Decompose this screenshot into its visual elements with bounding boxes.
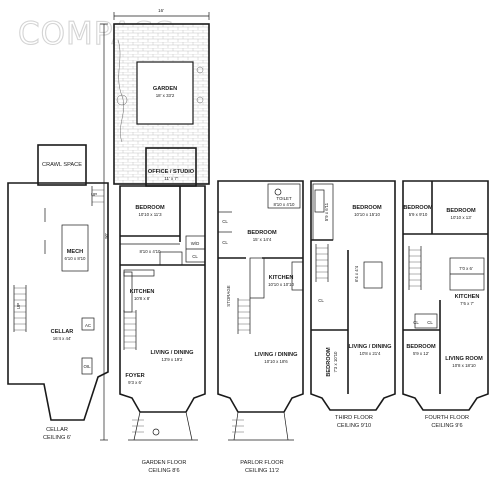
mech-size: 6'10 x 8'10 <box>65 256 87 261</box>
parlor-bedroom-size: 15' x 14'4 <box>253 237 272 242</box>
garden-bedroom-label: BEDROOM <box>135 205 165 211</box>
office-label: OFFICE / STUDIO <box>148 169 195 175</box>
ac-label: AC <box>85 323 91 328</box>
foyer-size: 9'3 x 6' <box>128 380 142 385</box>
parlor-living-size: 10'10 x 18'6 <box>264 359 288 364</box>
fourth-bedroom3-size: 5'9 x 12' <box>413 351 429 356</box>
fourth-bath-size: 7'0 x 6' <box>459 266 473 271</box>
office-size: 11' x 7' <box>164 176 177 181</box>
garden-kitchen-size: 10'8 x 8' <box>134 296 150 301</box>
cellar-room-label: CELLAR <box>51 329 74 335</box>
cellar-ceiling: CEILING 6' <box>43 435 71 441</box>
parlor-cl-label-1: CL <box>222 219 228 224</box>
fourth-kitchen-size: 7'6 x 7' <box>460 301 474 306</box>
third-bedroom2-size: 7'3 x 10'10 <box>333 351 338 373</box>
mech-label: MECH <box>67 249 83 255</box>
third-floor-plan: 5'9 x 6'11 CL BEDROOM 10'10 x 15'10 6'4 … <box>310 180 396 429</box>
parlor-living-label: LIVING / DINING <box>255 352 298 358</box>
crawl-space-label: CRAWL SPACE <box>42 162 82 168</box>
fourth-cl-label-2: CL <box>427 320 433 325</box>
fourth-bedroom3-label: BEDROOM <box>406 344 436 350</box>
third-hall-size: 6'4 x 4'4 <box>354 265 359 282</box>
cellar-floor-label: CELLAR <box>46 427 68 433</box>
oil-label: OIL <box>83 364 91 369</box>
parlor-storage-label: STORAGE <box>226 285 231 306</box>
cellar-plan: CRAWL SPACE UP MECH 6'10 x 8'10 UP CELLA… <box>7 144 109 441</box>
garden-floor-label: GARDEN FLOOR <box>142 460 187 466</box>
garden-bedroom-size: 10'10 x 11'3 <box>138 212 162 217</box>
garden-floor-plan: 16' 90' GARDEN 18' x 33'2 OFFICE / STUDI… <box>100 8 210 474</box>
fourth-living-label: LIVING ROOM <box>445 356 483 362</box>
fourth-ceiling: CEILING 9'6 <box>431 423 462 429</box>
parlor-bedroom-label: BEDROOM <box>247 230 277 236</box>
garden-living-label: LIVING / DINING <box>151 350 194 356</box>
fourth-bedroom1-label: BEDROOM <box>403 205 433 211</box>
third-bedroom1-label: BEDROOM <box>352 205 382 211</box>
garden-wd-label: W/D <box>191 241 200 246</box>
cellar-up-label: UP <box>91 192 97 197</box>
parlor-ceiling: CEILING 11'2 <box>245 468 279 474</box>
garden-cl-label: CL <box>192 254 198 259</box>
garden-kitchen-label: KITCHEN <box>130 289 155 295</box>
parlor-toilet-label: TOILET <box>276 196 292 201</box>
garden-ceiling: CEILING 8'6 <box>148 468 179 474</box>
parlor-cl-label-2: CL <box>222 240 228 245</box>
cellar-size: 16'4 x 44' <box>53 336 72 341</box>
garden-size: 18' x 33'2 <box>156 93 175 98</box>
width-dimension: 16' <box>158 8 164 13</box>
parlor-floor-label: PARLOR FLOOR <box>240 460 283 466</box>
third-ceiling: CEILING 9'10 <box>337 423 371 429</box>
fourth-cl-label-1: CL <box>413 320 419 325</box>
fourth-floor-label: FOURTH FLOOR <box>425 415 469 421</box>
parlor-floor-plan: TOILET 8'10 x 4'10 CL CL BEDROOM 15' x 1… <box>217 180 304 474</box>
foyer-label: FOYER <box>125 373 144 379</box>
parlor-toilet-size: 8'10 x 4'10 <box>274 202 296 207</box>
third-bedroom2-label: BEDROOM <box>326 347 332 377</box>
fourth-bedroom2-label: BEDROOM <box>446 208 476 214</box>
parlor-kitchen-label: KITCHEN <box>269 275 294 281</box>
third-floor-label: THIRD FLOOR <box>335 415 373 421</box>
garden-small-room-size: 8'10 x 4'10 <box>140 249 162 254</box>
garden-living-size: 13'9 x 19'2 <box>162 357 184 362</box>
third-living-label: LIVING / DINING <box>349 344 392 350</box>
fourth-living-size: 10'8 x 18'10 <box>452 363 476 368</box>
fourth-kitchen-label: KITCHEN <box>455 294 480 300</box>
parlor-kitchen-size: 10'10 x 10'10 <box>268 282 294 287</box>
third-bath-size: 5'9 x 6'11 <box>324 202 329 221</box>
garden-label: GARDEN <box>153 86 177 92</box>
third-living-size: 10'8 x 21'4 <box>360 351 382 356</box>
third-bedroom1-size: 10'10 x 15'10 <box>354 212 380 217</box>
fourth-bedroom1-size: 5'9 x 9'10 <box>409 212 428 217</box>
depth-dimension: 90' <box>104 233 109 239</box>
third-cl-label: CL <box>318 298 324 303</box>
fourth-floor-plan: BEDROOM 5'9 x 9'10 BEDROOM 10'10 x 13' 7… <box>402 180 489 429</box>
cellar-up-label-2: UP <box>16 303 21 309</box>
fourth-bedroom2-size: 10'10 x 13' <box>451 215 472 220</box>
